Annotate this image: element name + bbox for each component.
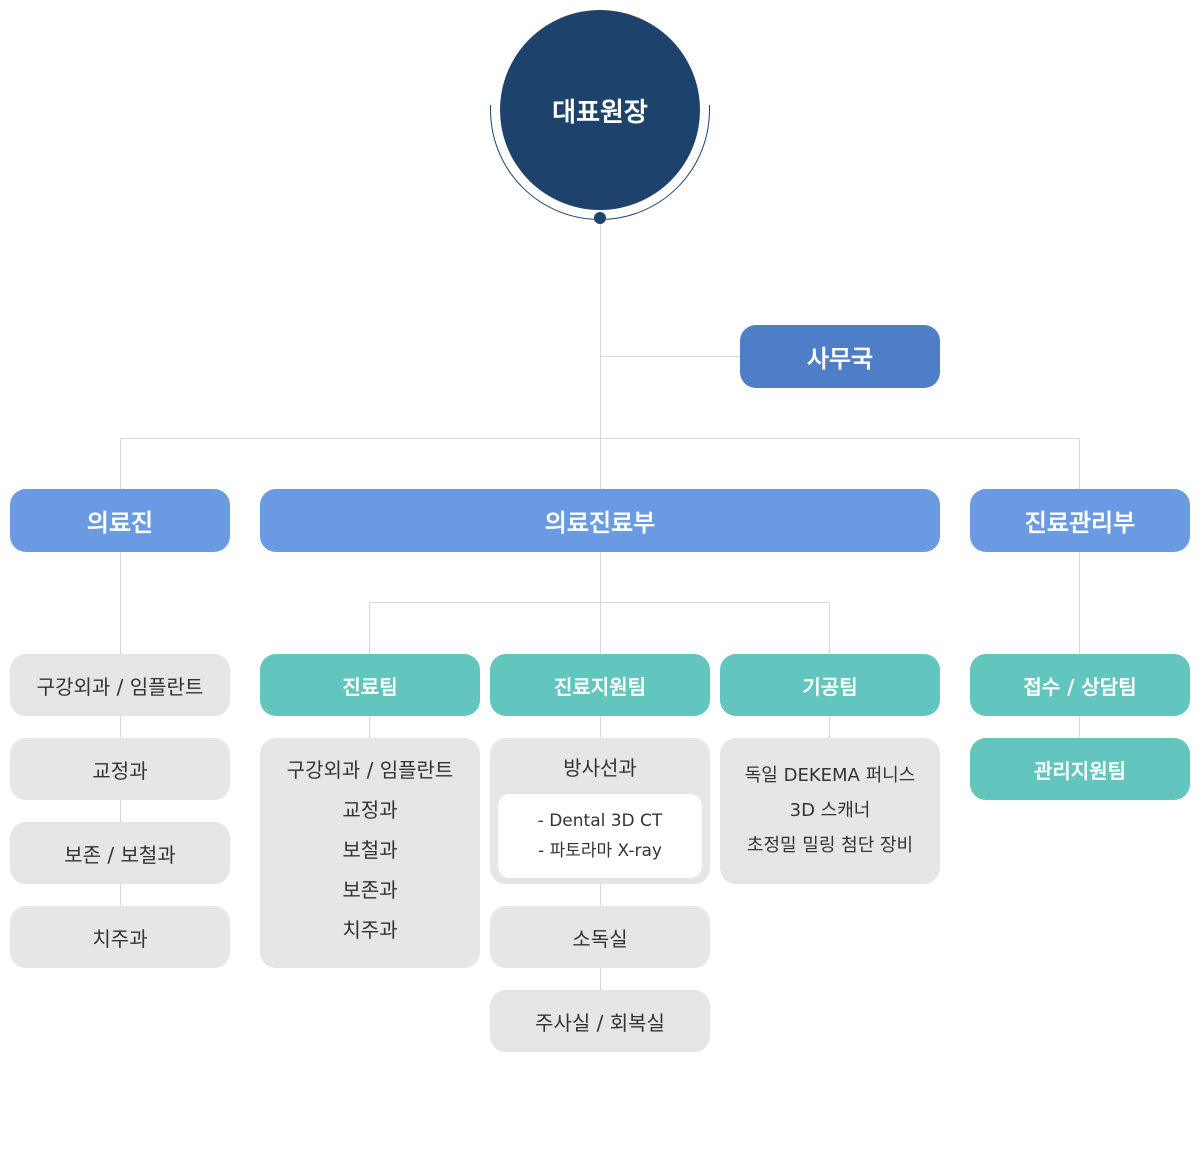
radiology-equipment: - Dental 3D CT - 파토라마 X-ray: [498, 794, 702, 878]
injection-recovery-room: 주사실 / 회복실: [490, 990, 710, 1052]
medical-staff-item: 교정과: [10, 738, 230, 800]
division-medical-staff-label: 의료진: [86, 509, 154, 537]
connector-medical-staff: [120, 438, 121, 490]
division-medical-dept-label: 의료진료부: [544, 509, 656, 537]
team-admin-label: 관리지원팀: [1034, 758, 1126, 783]
division-medical-staff: 의료진: [10, 489, 230, 552]
connector-medical-staff-column: [120, 552, 121, 906]
team-lab-label: 기공팀: [802, 674, 858, 699]
office-label: 사무국: [806, 345, 874, 373]
medical-staff-item-label: 보존 / 보철과: [64, 842, 176, 867]
medical-staff-item-label: 구강외과 / 임플란트: [36, 674, 204, 699]
connector-management-column: [1079, 552, 1080, 738]
care-team-item: 보철과: [342, 838, 398, 862]
connector-office: [600, 356, 740, 357]
radiology-item: - Dental 3D CT: [537, 811, 663, 831]
sterilization-room: 소독실: [490, 906, 710, 968]
sterilization-room-label: 소독실: [572, 926, 628, 951]
team-support-label: 진료지원팀: [554, 674, 646, 699]
injection-recovery-room-label: 주사실 / 회복실: [535, 1010, 665, 1035]
medical-staff-item-label: 교정과: [92, 758, 148, 783]
team-reception-label: 접수 / 상담팀: [1023, 674, 1137, 699]
connector-division-bar: [120, 438, 1080, 439]
care-team-item: 치주과: [342, 918, 398, 942]
connector-care-team: [369, 602, 370, 654]
radiology-box: 방사선과 - Dental 3D CT - 파토라마 X-ray: [490, 738, 710, 884]
team-admin: 관리지원팀: [970, 738, 1190, 800]
team-reception: 접수 / 상담팀: [970, 654, 1190, 716]
connector-team-bar: [369, 602, 830, 603]
connector-lab-team: [829, 602, 830, 654]
care-team-item: 보존과: [342, 878, 398, 902]
medical-staff-item-label: 치주과: [92, 926, 148, 951]
connector-lab-column: [829, 716, 830, 738]
team-support: 진료지원팀: [490, 654, 710, 716]
division-management: 진료관리부: [970, 489, 1190, 552]
lab-item: 독일 DEKEMA 퍼니스: [744, 765, 916, 786]
office-node: 사무국: [740, 325, 940, 388]
ceo-node: 대표원장: [500, 10, 700, 210]
care-team-list: 구강외과 / 임플란트 교정과 보철과 보존과 치주과: [260, 738, 480, 968]
connector-management: [1079, 438, 1080, 490]
connector-ceo-trunk: [600, 218, 601, 490]
lab-item: 3D 스캐너: [789, 800, 871, 821]
ceo-label: 대표원장: [552, 97, 648, 128]
medical-staff-item: 보존 / 보철과: [10, 822, 230, 884]
division-management-label: 진료관리부: [1024, 509, 1136, 537]
lab-item: 초정밀 밀링 첨단 장비: [746, 835, 914, 856]
division-medical-dept: 의료진료부: [260, 489, 940, 552]
medical-staff-item: 구강외과 / 임플란트: [10, 654, 230, 716]
connector-care-column: [369, 716, 370, 738]
care-team-item: 구강외과 / 임플란트: [286, 758, 454, 782]
team-care-label: 진료팀: [342, 674, 398, 699]
radiology-title: 방사선과: [563, 756, 637, 780]
connector-medical-dept-trunk: [600, 552, 601, 654]
team-care: 진료팀: [260, 654, 480, 716]
ceo-connector-dot: [594, 212, 606, 224]
medical-staff-item: 치주과: [10, 906, 230, 968]
care-team-item: 교정과: [342, 798, 398, 822]
team-lab: 기공팀: [720, 654, 940, 716]
lab-team-list: 독일 DEKEMA 퍼니스 3D 스캐너 초정밀 밀링 첨단 장비: [720, 738, 940, 884]
radiology-item: - 파토라마 X-ray: [538, 841, 662, 861]
